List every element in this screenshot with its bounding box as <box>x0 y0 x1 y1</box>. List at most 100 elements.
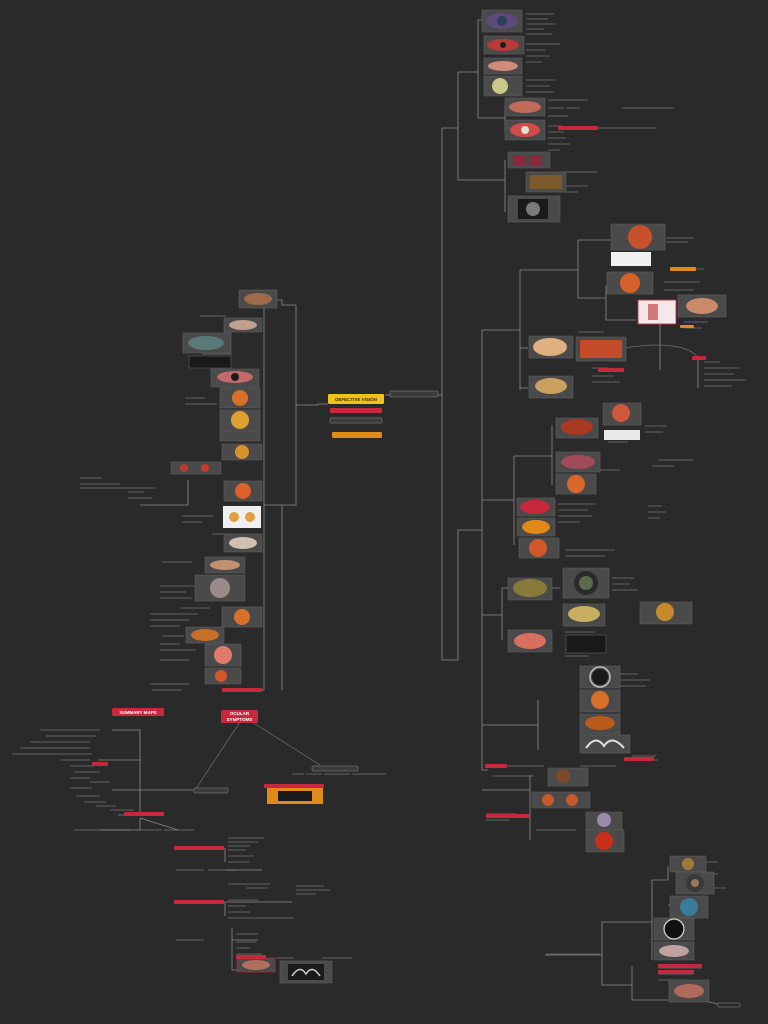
root-node-ocular-symptoms[interactable]: OCULAR SYMPTOMS <box>221 710 258 723</box>
red-tag <box>92 762 108 766</box>
eye-photo-icon <box>579 576 593 590</box>
scan-image-icon <box>526 202 540 216</box>
fundus-photo-icon <box>556 769 570 783</box>
orange-tag <box>670 267 696 271</box>
fundus-photo-icon <box>686 298 718 314</box>
fundus-photo-icon <box>232 390 248 406</box>
diagram-icon <box>604 430 640 440</box>
fundus-photo-icon <box>628 225 652 249</box>
photo-thumbnails <box>170 9 727 1003</box>
fundus-photo-icon <box>234 609 250 625</box>
label-stubs <box>12 13 746 981</box>
eye-photo-icon <box>674 984 704 998</box>
fundus-photo-icon <box>591 691 609 709</box>
fundus-photo-icon <box>568 606 600 622</box>
fundus-photo-icon <box>533 338 567 356</box>
root-node-box <box>112 708 164 716</box>
fundus-photo-icon <box>580 340 622 358</box>
root-node-label: DEFECTIVE VISION <box>335 397 377 402</box>
fundus-photo-icon <box>215 670 227 682</box>
eye-photo-icon <box>680 898 698 916</box>
fundus-photo-icon <box>231 411 249 429</box>
eye-photo-icon <box>244 293 272 305</box>
fundus-photo-icon <box>514 633 546 649</box>
red-tag <box>330 408 382 413</box>
diagram-icon <box>648 304 658 320</box>
fundus-photo-icon <box>529 539 547 557</box>
fundus-photo-icon <box>566 794 578 806</box>
red-tag <box>658 970 694 974</box>
diagram-icon <box>565 634 607 654</box>
root-node-defective-vision[interactable]: DEFECTIVE VISION <box>328 394 384 404</box>
eye-photo-icon <box>682 858 694 870</box>
root-node-label-line-2: SYMPTOMS <box>227 717 253 722</box>
outline-tag <box>193 787 229 794</box>
corner-mark <box>744 1014 762 1020</box>
root-node-label-line-1: OCULAR <box>230 711 250 716</box>
eye-photo-icon <box>231 373 239 381</box>
eye-photo-icon <box>521 126 529 134</box>
scan-image-icon <box>585 739 625 749</box>
fundus-photo-icon <box>595 832 613 850</box>
diagram-icon <box>278 791 312 801</box>
fundus-photo-icon <box>567 475 585 493</box>
eye-photo-icon <box>488 61 518 71</box>
diagram-icon <box>223 506 261 528</box>
fundus-photo-icon <box>535 378 567 394</box>
orange-tag <box>332 432 382 438</box>
orange-tag <box>680 325 694 328</box>
eye-photo-icon <box>229 537 257 549</box>
fundus-photo-icon <box>531 791 591 809</box>
highlight-tags <box>92 126 741 1008</box>
root-node-box <box>328 394 384 404</box>
root-node-summary-maps[interactable]: SUMMARY MAPS <box>112 708 164 716</box>
red-tag <box>124 812 164 816</box>
scan-image-icon <box>291 968 321 977</box>
eye-photo-icon <box>589 666 611 688</box>
red-tag <box>624 757 654 761</box>
red-tag <box>486 814 530 818</box>
scan-image-icon <box>530 155 542 165</box>
red-tag <box>264 784 324 788</box>
red-tag <box>174 900 224 904</box>
fundus-photo-icon <box>530 175 562 189</box>
fundus-photo-icon <box>180 464 188 472</box>
fundus-photo-icon <box>585 716 615 730</box>
eye-photo-icon <box>210 560 240 570</box>
fundus-photo-icon <box>620 273 640 293</box>
red-tag <box>222 688 262 692</box>
red-tag <box>658 964 702 968</box>
fundus-photo-icon <box>561 419 593 435</box>
fundus-photo-icon <box>561 455 595 469</box>
scan-image-icon <box>288 964 324 980</box>
red-tag <box>485 764 507 768</box>
fundus-photo-icon <box>522 520 550 534</box>
eye-photo-icon <box>659 945 689 957</box>
diagram-icon <box>229 512 239 522</box>
red-tag <box>329 417 383 424</box>
eye-photo-icon <box>229 320 257 330</box>
diagram-icon <box>188 355 232 369</box>
fundus-photo-icon <box>170 461 222 475</box>
eye-photo-icon <box>592 669 608 685</box>
outline-tag <box>311 765 359 772</box>
eye-photo-icon <box>492 78 508 94</box>
mindmap-credit <box>744 1014 762 1020</box>
eye-photo-icon <box>497 16 507 26</box>
fundus-photo-icon <box>542 794 554 806</box>
root-node-box <box>221 710 258 723</box>
fundus-photo-icon <box>597 813 611 827</box>
fundus-photo-icon <box>656 603 674 621</box>
red-tag <box>598 368 624 372</box>
eye-photo-icon <box>188 336 224 350</box>
fundus-photo-icon <box>191 629 219 641</box>
red-tag <box>558 126 598 130</box>
red-tag <box>174 846 224 850</box>
root-node-label: SUMMARY MAPS <box>119 710 156 715</box>
eye-photo-icon <box>663 918 685 940</box>
connector-lines <box>98 19 719 1005</box>
eye-photo-icon <box>691 879 699 887</box>
fundus-photo-icon <box>520 500 550 514</box>
fundus-photo-icon <box>201 464 209 472</box>
